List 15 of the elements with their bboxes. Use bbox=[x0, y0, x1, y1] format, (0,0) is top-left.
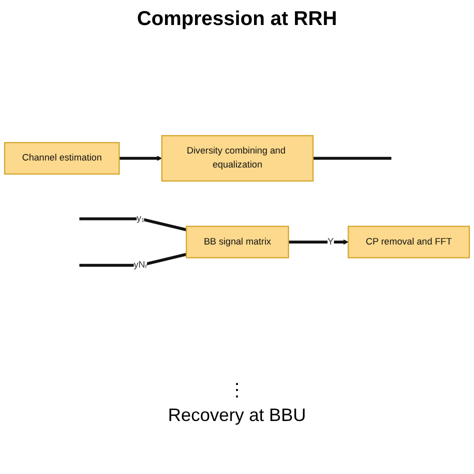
edge-label: y₁ bbox=[136, 214, 144, 224]
node-box: Diversity combining and equalization bbox=[161, 135, 314, 182]
connector bbox=[313, 157, 392, 160]
arrow bbox=[288, 240, 349, 245]
edge-label: yNᵣ bbox=[134, 260, 148, 270]
diagram-title: Compression at RRH bbox=[136, 8, 338, 31]
connector bbox=[79, 218, 187, 232]
connector bbox=[79, 253, 187, 267]
note-text: Recovery at BBU bbox=[166, 405, 308, 426]
node-box: CP removal and FFT bbox=[348, 226, 470, 258]
edge-label: Y bbox=[328, 236, 334, 247]
node-box: BB signal matrix bbox=[186, 226, 290, 258]
node-box: Channel estimation bbox=[4, 142, 120, 175]
arrow bbox=[119, 156, 162, 162]
note-text: ⋮ bbox=[227, 379, 247, 401]
